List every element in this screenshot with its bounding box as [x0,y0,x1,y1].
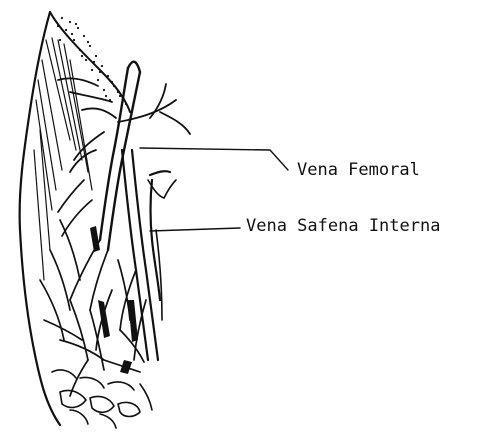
safena-leader-line [150,228,240,231]
great-saphenous-vein [122,150,170,360]
femoral-leader-line [140,148,288,170]
dark-vessels [90,226,138,374]
label-vena-safena-interna: Vena Safena Interna [246,218,440,235]
femoral-vein [100,62,140,250]
knee-pattern [52,370,152,428]
label-vena-femoral: Vena Femoral [297,162,420,179]
muscle-hatching [34,38,92,280]
